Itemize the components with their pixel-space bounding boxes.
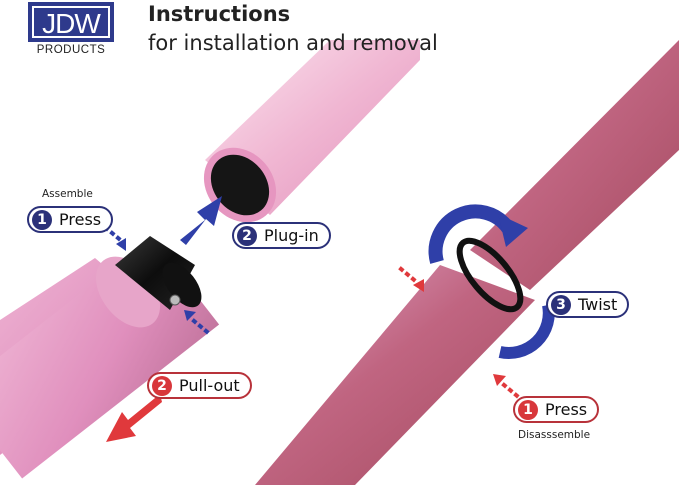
step-pull-out: 2 Pull-out bbox=[147, 372, 252, 399]
step-label: Twist bbox=[578, 295, 618, 314]
step-number-badge: 2 bbox=[152, 375, 172, 396]
red-press-arrow-left bbox=[398, 266, 424, 292]
logo-text: JDW bbox=[42, 8, 101, 39]
step-twist: 3 Twist bbox=[546, 291, 630, 318]
step-press-assemble: 1 Press bbox=[27, 206, 114, 233]
disassemble-caption: Disasssemble bbox=[518, 429, 591, 441]
upper-tube bbox=[203, 40, 420, 223]
step-label: Press bbox=[59, 210, 102, 229]
step-number-badge: 1 bbox=[32, 209, 52, 230]
twist-arrow-bottom bbox=[498, 303, 555, 359]
step-number-badge: 2 bbox=[237, 225, 257, 246]
connector-plug bbox=[115, 236, 202, 310]
step-plug-in: 2 Plug-in bbox=[232, 222, 331, 249]
twist-arrow-top bbox=[428, 204, 528, 264]
press-arrow-bottom bbox=[184, 310, 210, 335]
step-number-badge: 3 bbox=[551, 294, 571, 315]
step-label: Pull-out bbox=[179, 376, 240, 395]
assemble-caption: Assemble bbox=[42, 188, 93, 200]
logo-subtext: PRODUCTS bbox=[36, 44, 106, 56]
step-label: Plug-in bbox=[264, 226, 319, 245]
brand-logo: JDW bbox=[28, 2, 114, 42]
push-button-pin bbox=[169, 294, 181, 306]
page-title: Instructions bbox=[148, 2, 291, 26]
step-press-disassemble: 1 Press bbox=[513, 396, 600, 423]
red-press-arrow-bottom bbox=[493, 374, 520, 399]
plug-in-arrow bbox=[180, 196, 222, 245]
page-subtitle: for installation and removal bbox=[148, 31, 438, 55]
step-label: Press bbox=[545, 400, 588, 419]
step-number-badge: 1 bbox=[518, 399, 538, 420]
pull-out-arrow bbox=[106, 394, 162, 442]
